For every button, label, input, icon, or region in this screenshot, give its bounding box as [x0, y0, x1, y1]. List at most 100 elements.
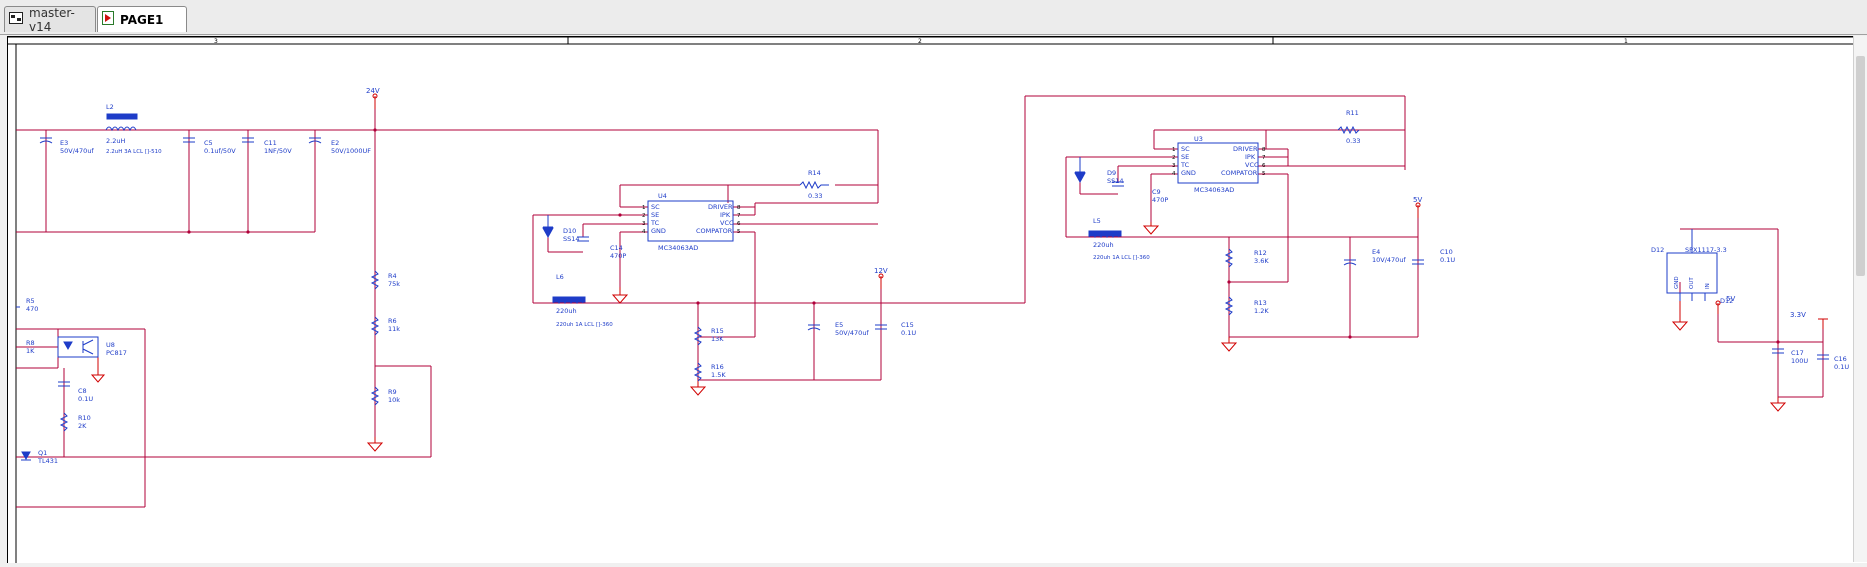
- diode-D9[interactable]: [1074, 157, 1086, 184]
- resistor-R14[interactable]: [799, 180, 829, 190]
- pin-D12-IN: IN: [1705, 283, 1711, 289]
- capacitor-C9[interactable]: [1112, 181, 1124, 187]
- capacitor-C11[interactable]: [242, 137, 254, 143]
- pinnum-U4: 8: [737, 205, 741, 211]
- ref-C15: C15: [901, 321, 914, 329]
- resistor-R9[interactable]: [370, 386, 380, 406]
- desc-L2: 2.2uH 3A LCL []-510: [106, 149, 162, 155]
- resistor-R15[interactable]: [693, 326, 703, 346]
- pin-U4-TC: TC: [650, 219, 660, 227]
- shunt-regulator-Q1[interactable]: [21, 451, 31, 461]
- capacitor-C5[interactable]: [183, 137, 195, 143]
- ref-U8: U8: [106, 341, 115, 349]
- ref-C11: C11: [264, 139, 277, 147]
- capacitor-C16[interactable]: [1817, 354, 1829, 360]
- ic-U3[interactable]: [1177, 142, 1259, 184]
- ref-R4: R4: [388, 272, 397, 280]
- ref-C16: C16: [1834, 355, 1847, 363]
- value-R9: 10k: [388, 396, 400, 404]
- value-D9: SS14: [1107, 177, 1124, 185]
- tab-label: PAGE1: [120, 12, 164, 27]
- ref-R15: R15: [711, 327, 724, 335]
- wires: [16, 95, 1824, 508]
- inductor-L6[interactable]: [552, 296, 586, 304]
- capacitor-E5[interactable]: [807, 324, 821, 331]
- capacitor-C8[interactable]: [58, 381, 70, 387]
- pinnum-U4: 1: [642, 205, 646, 211]
- diode-D10[interactable]: [542, 215, 554, 239]
- ref-R10: R10: [78, 414, 91, 422]
- schematic-window-icon: [9, 12, 23, 27]
- ground-symbols: [90, 222, 1787, 452]
- ruler-zone: 2: [918, 38, 922, 45]
- vertical-scrollbar[interactable]: [1853, 36, 1867, 562]
- ic-U4[interactable]: [647, 200, 734, 242]
- capacitor-E4[interactable]: [1343, 259, 1357, 266]
- tab-master[interactable]: master-v14: [4, 6, 96, 34]
- ref-R16: R16: [711, 363, 724, 371]
- power-label-24v: 24V: [366, 87, 380, 95]
- junctions: [187, 128, 1780, 344]
- value-L6: 220uh: [556, 307, 577, 315]
- resistor-R10[interactable]: [59, 412, 69, 432]
- pinnum-U4: 2: [642, 213, 646, 219]
- resistor-R11[interactable]: [1337, 125, 1360, 135]
- pin-U4-IPK: IPK: [720, 211, 731, 219]
- pinnum-U3: 7: [1262, 155, 1266, 161]
- ref-L5: L5: [1093, 217, 1101, 225]
- schematic-canvas[interactable]: 3 2 1: [7, 36, 1867, 563]
- ref-C9: C9: [1152, 188, 1161, 196]
- pin-U3-DRIVER: DRIVER: [1233, 145, 1258, 153]
- value-R14: 0.33: [808, 192, 822, 200]
- power-symbols: [372, 93, 1828, 329]
- resistor-R4[interactable]: [370, 270, 380, 290]
- pin-U4-DRIVER: DRIVER: [708, 203, 733, 211]
- inductor-L5[interactable]: [1088, 230, 1122, 238]
- value-R15: 13K: [711, 335, 724, 343]
- value-C15: 0.1U: [901, 329, 916, 337]
- value-R12: 3.6K: [1254, 257, 1269, 265]
- pinnum-U4: 5: [737, 229, 741, 235]
- resistor-R6[interactable]: [370, 316, 380, 336]
- ref-R12: R12: [1254, 249, 1267, 257]
- value-C10: 0.1U: [1440, 256, 1455, 264]
- desc-L5: 220uh 1A LCL []-360: [1093, 255, 1150, 261]
- ldo-D12[interactable]: [1666, 229, 1718, 301]
- value-C5: 0.1uf/50V: [204, 147, 236, 155]
- pin-U4-COMPATOR: COMPATOR: [696, 227, 733, 235]
- value-U8: PC817: [106, 349, 127, 357]
- resistor-R13[interactable]: [1224, 296, 1234, 316]
- ref-R13: R13: [1254, 299, 1267, 307]
- capacitor-E2[interactable]: [308, 137, 322, 144]
- resistor-R12[interactable]: [1224, 248, 1234, 268]
- value-C9: 470P: [1152, 196, 1168, 204]
- capacitor-C17[interactable]: [1772, 348, 1784, 354]
- value-L2: 2.2uH: [106, 137, 125, 145]
- pinnum-U3: 5: [1262, 171, 1266, 177]
- pinnum-U4: 7: [737, 213, 741, 219]
- resistor-R16[interactable]: [693, 362, 703, 382]
- ref-L6: L6: [556, 273, 564, 281]
- ref-R11: R11: [1346, 109, 1359, 117]
- optocoupler-U8[interactable]: [57, 336, 99, 358]
- inductor-L2[interactable]: [105, 113, 138, 132]
- pin-U3-TC: TC: [1180, 161, 1190, 169]
- ref-L2: L2: [106, 103, 114, 111]
- value-C17: 100U: [1791, 357, 1808, 365]
- capacitor-C15[interactable]: [875, 324, 887, 330]
- capacitor-E3[interactable]: [39, 137, 53, 144]
- capacitor-C14[interactable]: [577, 236, 589, 242]
- scrollbar-thumb[interactable]: [1856, 56, 1865, 276]
- pinnum-U3: 1: [1172, 147, 1176, 153]
- capacitor-C10[interactable]: [1412, 259, 1424, 265]
- value-R16: 1.5K: [711, 371, 726, 379]
- page-icon: [102, 11, 114, 28]
- tab-page1[interactable]: PAGE1: [97, 6, 187, 32]
- value-C16: 0.1U: [1834, 363, 1849, 371]
- value-R6: 11k: [388, 325, 400, 333]
- document-tab-bar: master-v14 PAGE1: [0, 0, 1867, 35]
- ref-D12: D12: [1651, 246, 1664, 254]
- ruler-zone: 3: [214, 38, 218, 45]
- ref-D9: D9: [1107, 169, 1116, 177]
- ref-R6: R6: [388, 317, 397, 325]
